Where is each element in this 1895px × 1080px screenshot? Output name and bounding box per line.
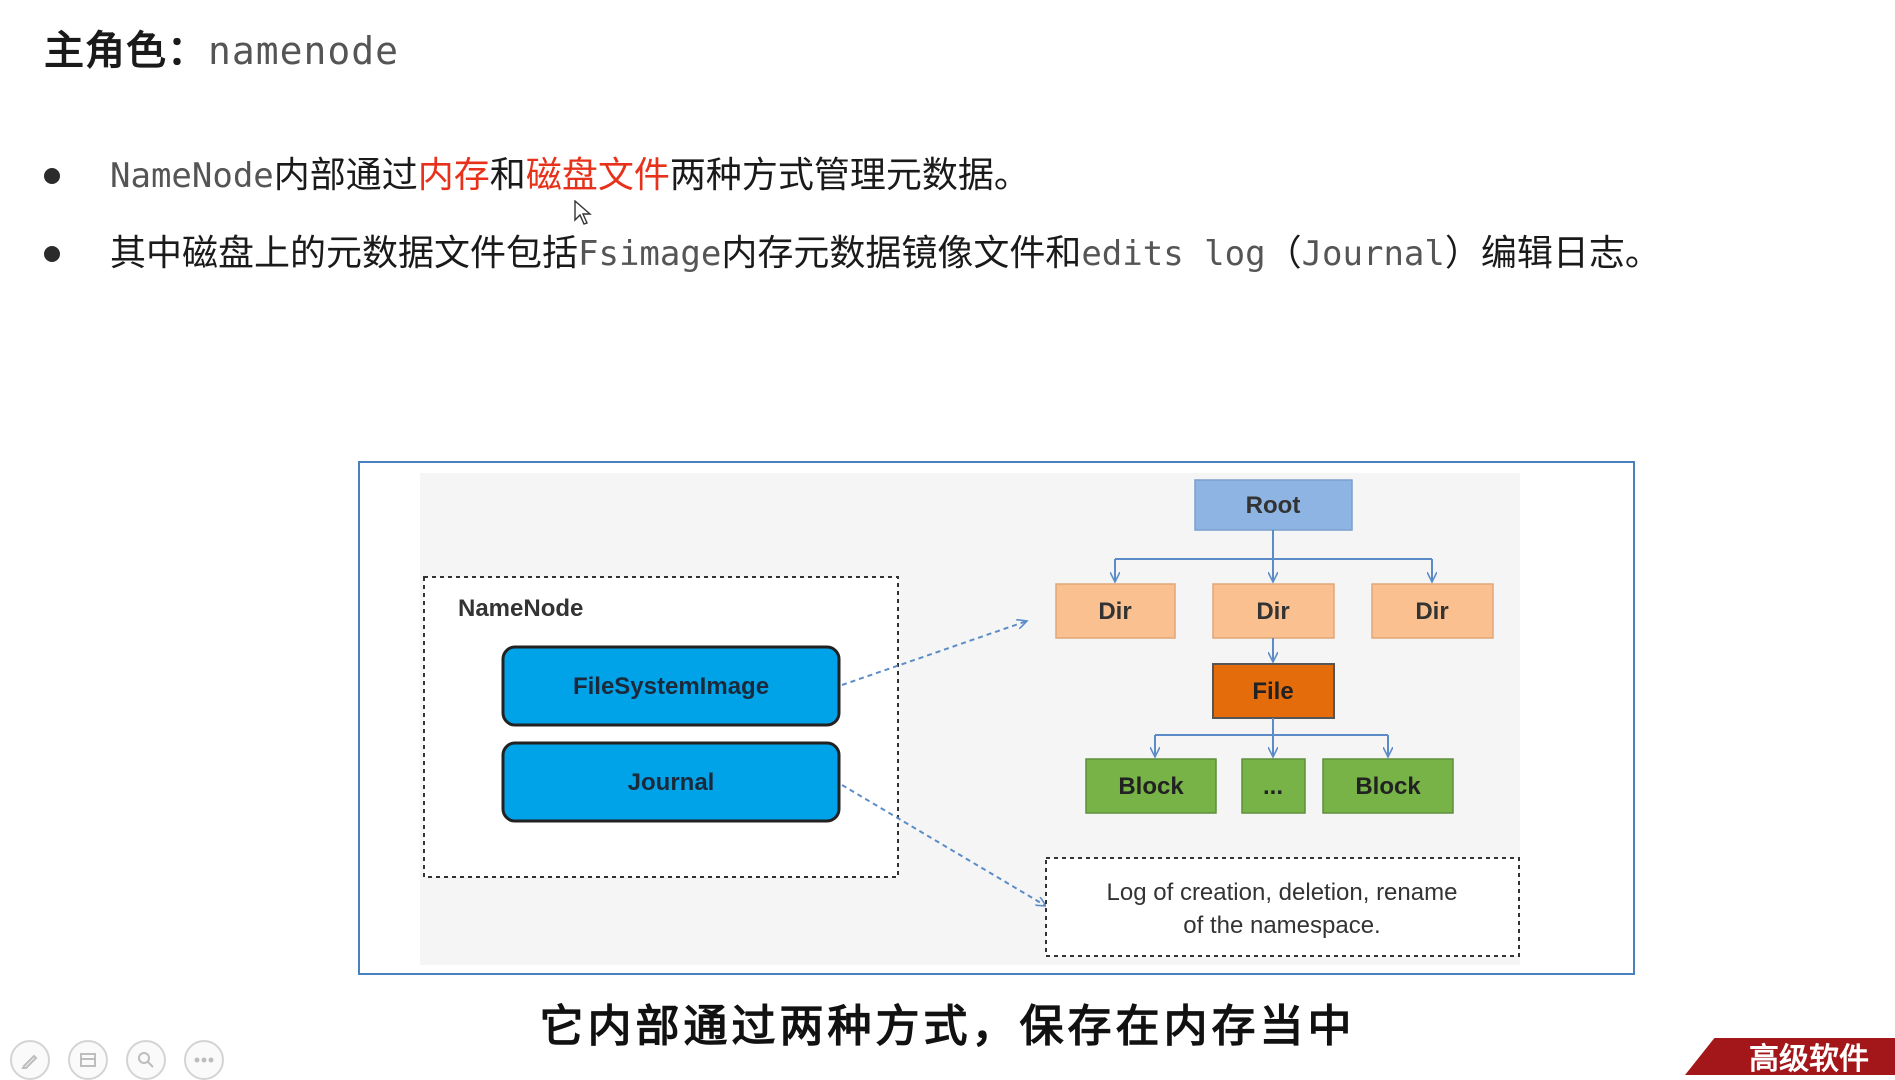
- bullet-mono: edits log: [1081, 234, 1266, 274]
- bullet-span: （: [1265, 233, 1302, 274]
- dir-label: Dir: [1415, 598, 1448, 625]
- bullet-text: NameNode内部通过内存和磁盘文件两种方式管理元数据。: [110, 150, 1030, 202]
- bullet-span: 内部通过: [273, 155, 418, 196]
- bullet-span: ）编辑日志。: [1444, 233, 1661, 274]
- bullet-highlight: 内存: [417, 155, 490, 196]
- pen-icon[interactable]: [10, 1040, 50, 1080]
- bullet-span: 两种方式管理元数据。: [669, 155, 1030, 196]
- bullet-highlight: 磁盘文件: [525, 155, 670, 196]
- block-label: Block: [1355, 773, 1421, 800]
- bullet-dot: [44, 168, 60, 184]
- journal-label: Journal: [628, 769, 715, 796]
- block-node: [1322, 758, 1454, 814]
- bullet-span: 其中磁盘上的元数据文件包括: [110, 233, 579, 274]
- bullet-span: 内存元数据镜像文件和: [721, 233, 1082, 274]
- dir-node: [1371, 583, 1494, 639]
- log-text-line1: Log of creation, deletion, rename: [1107, 879, 1458, 906]
- bullet-mono: NameNode: [110, 156, 274, 196]
- block-node: [1241, 758, 1306, 814]
- dir-node: [1055, 583, 1176, 639]
- log-box: [1045, 857, 1520, 957]
- namenode-label: NameNode: [458, 595, 583, 622]
- fsimage-label: FileSystemImage: [573, 673, 769, 700]
- slide-title-label: 主角色：: [44, 28, 208, 74]
- block-label: Block: [1118, 773, 1184, 800]
- slide-title-value: namenode: [208, 29, 400, 73]
- file-label: File: [1252, 678, 1293, 705]
- more-icon[interactable]: [184, 1040, 224, 1080]
- block-label: ...: [1263, 773, 1283, 800]
- namenode-diagram: NameNode FileSystemImage Journal Root Di…: [358, 461, 1635, 975]
- mouse-pointer-icon: [574, 200, 592, 225]
- root-node: [1194, 479, 1353, 531]
- file-node: [1212, 663, 1335, 719]
- fsimage-box: [501, 645, 841, 727]
- slide-title: 主角色：namenode: [44, 18, 399, 76]
- dir-label: Dir: [1256, 598, 1289, 625]
- log-text-line2: of the namespace.: [1183, 912, 1380, 939]
- block-node: [1085, 758, 1217, 814]
- journal-box: [501, 741, 841, 823]
- namenode-container: [423, 576, 899, 878]
- brand-watermark: 高级软件: [1685, 1038, 1895, 1075]
- video-subtitle: 它内部通过两种方式，保存在内存当中: [539, 1001, 1356, 1052]
- root-label: Root: [1246, 492, 1301, 519]
- journal-arrow: [841, 784, 1046, 906]
- bullet-span: 和: [489, 155, 526, 196]
- bullet-text: 其中磁盘上的元数据文件包括Fsimage内存元数据镜像文件和edits log（…: [110, 228, 1661, 280]
- bullet-mono: Fsimage: [578, 234, 722, 274]
- bullet-dot: [44, 246, 60, 262]
- slides-icon[interactable]: [68, 1040, 108, 1080]
- zoom-icon[interactable]: [126, 1040, 166, 1080]
- fsimage-arrow: [841, 621, 1027, 686]
- bullet-mono: Journal: [1301, 234, 1445, 274]
- dir-label: Dir: [1098, 598, 1131, 625]
